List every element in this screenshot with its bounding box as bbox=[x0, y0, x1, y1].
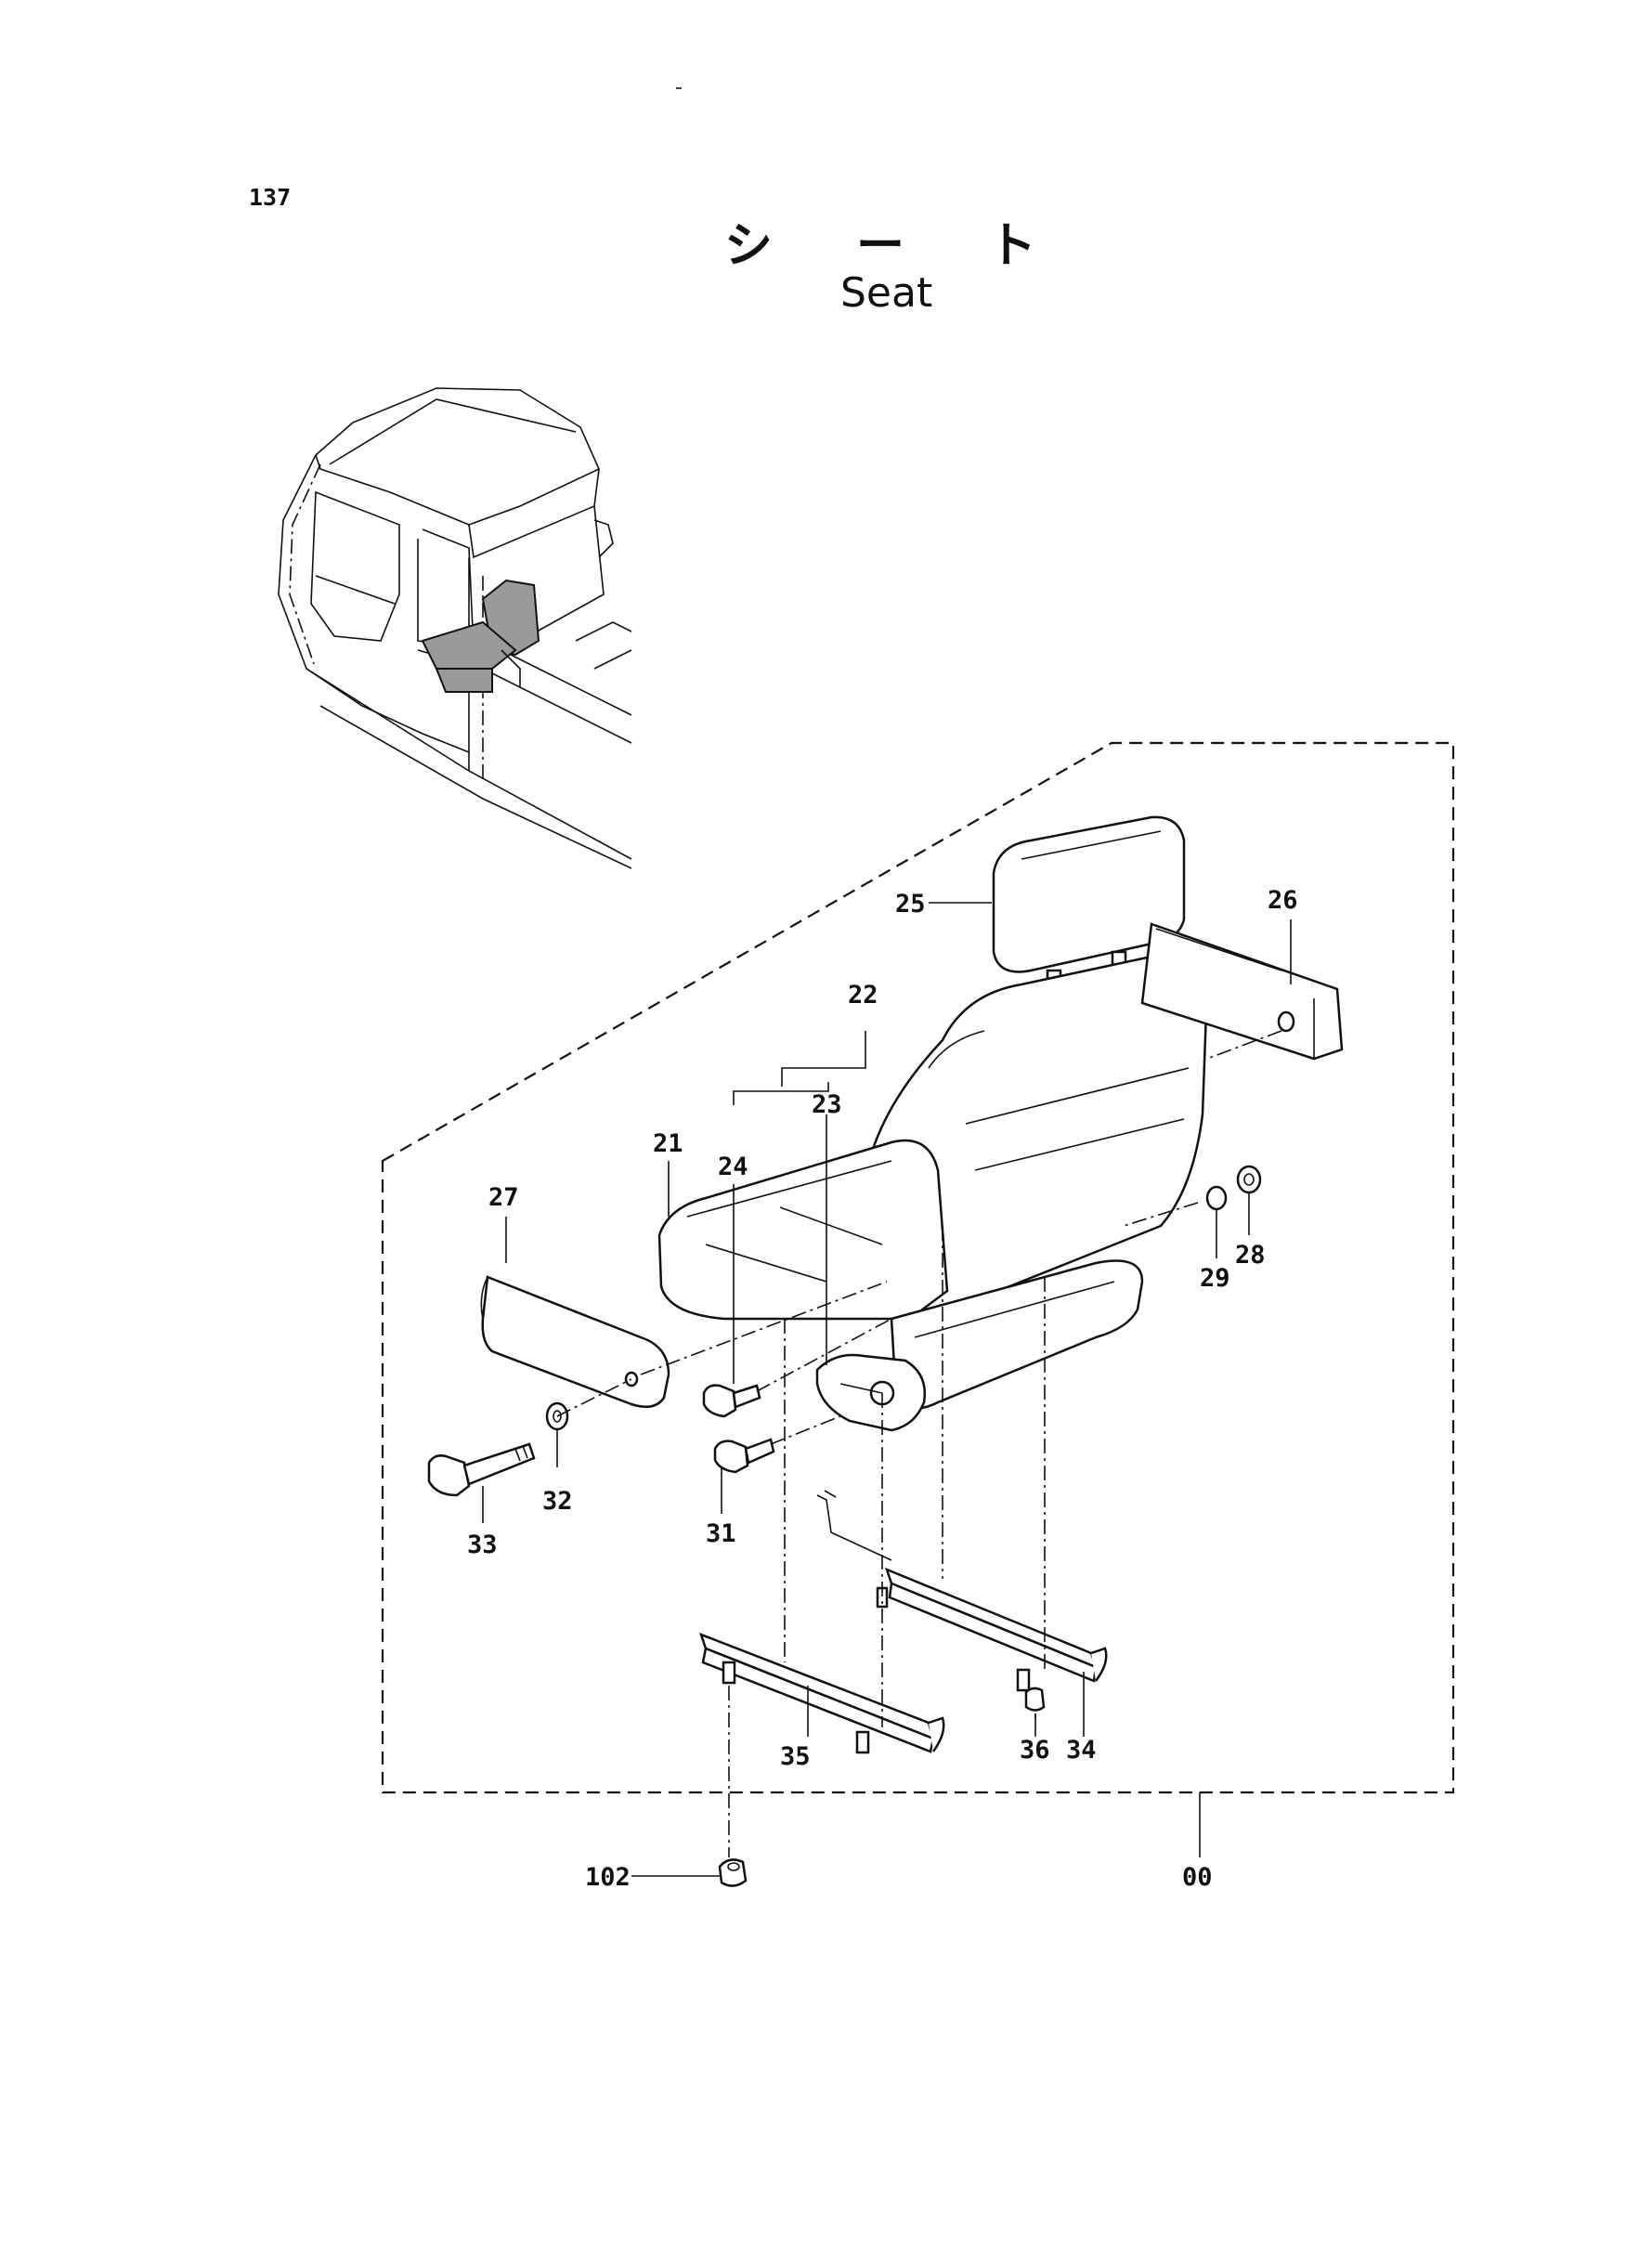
title-english: Seat bbox=[840, 269, 933, 317]
page-number: 137 bbox=[249, 184, 292, 211]
leader-lines bbox=[482, 902, 1292, 1877]
armrest-right bbox=[1140, 922, 1344, 1061]
label-33: 33 bbox=[467, 1531, 498, 1559]
label-32: 32 bbox=[542, 1487, 573, 1516]
label-25: 25 bbox=[895, 890, 926, 919]
label-29: 29 bbox=[1200, 1264, 1230, 1293]
label-34: 34 bbox=[1066, 1736, 1097, 1765]
label-24: 24 bbox=[718, 1153, 748, 1181]
assembly-boundary bbox=[381, 741, 1455, 1794]
bolt-24 bbox=[702, 1384, 761, 1418]
title-japanese: シート bbox=[724, 218, 1121, 274]
label-28: 28 bbox=[1235, 1241, 1266, 1270]
label-23: 23 bbox=[812, 1090, 842, 1119]
armrest-left bbox=[480, 1275, 670, 1409]
alignment-lines bbox=[556, 1030, 1282, 1857]
seat-cushion bbox=[657, 1139, 949, 1321]
label-31: 31 bbox=[706, 1519, 736, 1548]
cab-locator-illustration bbox=[278, 387, 632, 869]
label-102: 102 bbox=[585, 1863, 631, 1892]
washer-29 bbox=[1205, 1185, 1228, 1211]
nut-28 bbox=[1236, 1165, 1262, 1194]
label-22: 22 bbox=[848, 981, 878, 1010]
bolt-33 bbox=[427, 1442, 536, 1497]
label-26: 26 bbox=[1268, 886, 1298, 915]
bolt-36 bbox=[1024, 1687, 1046, 1712]
bolt-31 bbox=[713, 1438, 775, 1474]
label-21: 21 bbox=[653, 1129, 683, 1158]
label-36: 36 bbox=[1020, 1736, 1050, 1765]
nut-102 bbox=[718, 1858, 748, 1887]
label-00: 00 bbox=[1182, 1863, 1213, 1892]
slide-rail-34 bbox=[816, 1490, 1108, 1692]
label-27: 27 bbox=[488, 1183, 519, 1212]
label-35: 35 bbox=[780, 1742, 811, 1771]
slide-rail-35 bbox=[698, 1632, 945, 1754]
